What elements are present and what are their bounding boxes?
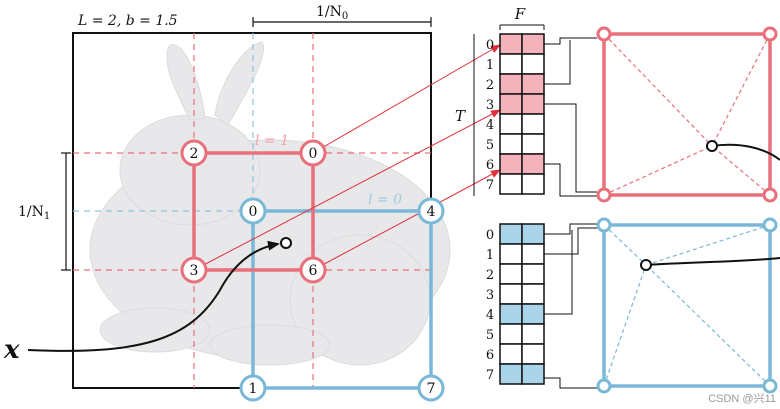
F-label: F (514, 5, 526, 23)
level0-corners: 0 4 1 7 (239, 197, 445, 402)
input-x-label: x (3, 335, 20, 365)
corner-label: 4 (427, 204, 436, 220)
hash-table-level0-row-index: 4 (486, 308, 494, 323)
hash-table-level1-row-index: 0 (486, 38, 494, 53)
corner-node (417, 197, 445, 225)
hash-table-level0-cell (521, 283, 545, 305)
hash-table-level1-cell (521, 173, 545, 195)
top-connectors (544, 37, 597, 197)
interp-point (706, 140, 718, 152)
hash-table-level1-row-index: 1 (486, 58, 494, 73)
level0-cell (251, 209, 433, 390)
corner-node (239, 374, 267, 402)
hash-table-level0-cell (521, 303, 545, 325)
hash-table-level0-cell (499, 343, 523, 365)
interp-corner (762, 217, 778, 233)
corner-node (299, 139, 327, 167)
hash-table-level0-cell (499, 283, 523, 305)
inv-n1-label: 1/N1 (18, 204, 50, 222)
hash-table-level1-cell (521, 33, 545, 55)
corner-label: 0 (309, 146, 318, 162)
hash-table-level1-cell (499, 33, 523, 55)
interp-corner (596, 217, 612, 233)
hash-table-level0-cell (521, 343, 545, 365)
hash-table-level0-row-index: 2 (486, 268, 494, 283)
hash-table-level1-cell (521, 53, 545, 75)
corner-label: 0 (249, 204, 258, 220)
hash-table-level0-cell (521, 363, 545, 385)
interp-box-level1 (596, 26, 780, 203)
corner-label: 1 (249, 381, 258, 397)
interp-point (640, 259, 652, 271)
hash-table-level1-cell (499, 113, 523, 135)
watermark: CSDN @兴11 (708, 392, 776, 405)
hash-table-level0-cell (499, 223, 523, 245)
hash-table-level1-cell (521, 153, 545, 175)
interp-corner (596, 26, 612, 42)
interp-corner (762, 378, 778, 394)
hash-table-level1-cell (521, 133, 545, 155)
hash-table-level1-row-index: 4 (486, 118, 494, 133)
hash-table-level0-row-index: 6 (486, 348, 494, 363)
hash-table-level1-cell (521, 73, 545, 95)
interp-corner (762, 26, 778, 42)
hash-table-level0-row-index: 1 (486, 248, 494, 263)
level1-cell (192, 151, 315, 272)
hash-table-level1-cell (499, 53, 523, 75)
interp-corner (762, 187, 778, 203)
hash-table-level1-cell (499, 73, 523, 95)
corner-label: 3 (190, 263, 199, 279)
query-point (280, 237, 292, 249)
level1-corners: 2 0 3 6 (180, 139, 327, 284)
hash-table-level0-cell (521, 223, 545, 245)
corner-label: 7 (427, 381, 436, 397)
hash-table-level1-cell (499, 153, 523, 175)
hash-table-level1-cell (521, 113, 545, 135)
hash-table-level1-row-index: 2 (486, 78, 494, 93)
interp-corner (596, 187, 612, 203)
hash-table-level0-cell (499, 323, 523, 345)
hash-table-level0-cell (499, 243, 523, 265)
hash-table-level0-row-index: 5 (486, 328, 494, 343)
hash-table-level0: 0 1 2 3 4 5 6 7 (486, 223, 545, 385)
corner-node (417, 374, 445, 402)
hash-table-level1-cell (521, 93, 545, 115)
hash-table-level0-cell (499, 303, 523, 325)
hash-table-level0-cell (521, 323, 545, 345)
corner-node (180, 256, 208, 284)
hash-table-level0-cell (521, 243, 545, 265)
T-label: T (455, 107, 466, 125)
hash-table-level0-row-index: 3 (486, 288, 494, 303)
hash-table-level0-cell (499, 363, 523, 385)
hash-table-level0-cell (499, 263, 523, 285)
input-curve (27, 240, 280, 352)
corner-label: 2 (190, 146, 199, 162)
corner-node (299, 256, 327, 284)
hash-table-level1-row-index: 5 (486, 138, 494, 153)
params-label: L = 2, b = 1.5 (77, 13, 178, 29)
interp-corner (596, 378, 612, 394)
bottom-connectors (544, 223, 597, 389)
corner-node (180, 139, 208, 167)
hash-table-level0-row-index: 0 (486, 228, 494, 243)
corner-label: 6 (309, 263, 318, 279)
hash-table-level1: 0 1 2 3 4 5 6 7 (486, 33, 545, 195)
hash-table-level1-cell (499, 93, 523, 115)
corner-node (239, 197, 267, 225)
hash-table-level1-cell (499, 133, 523, 155)
hash-table-level1-row-index: 6 (486, 158, 494, 173)
hash-table-level1-cell (499, 173, 523, 195)
hash-mapping-arrows (193, 44, 501, 271)
inv-n0-label: 1/N0 (316, 4, 348, 22)
level1-label: l = 1 (255, 133, 289, 149)
level0-label: l = 0 (368, 192, 402, 208)
hash-table-level1-row-index: 3 (486, 98, 494, 113)
hash-table-level0-row-index: 7 (486, 368, 494, 383)
bunny-image (89, 41, 451, 366)
hash-table-level0-cell (521, 263, 545, 285)
hash-table-level1-row-index: 7 (486, 178, 494, 193)
interp-box-level0 (596, 217, 780, 394)
